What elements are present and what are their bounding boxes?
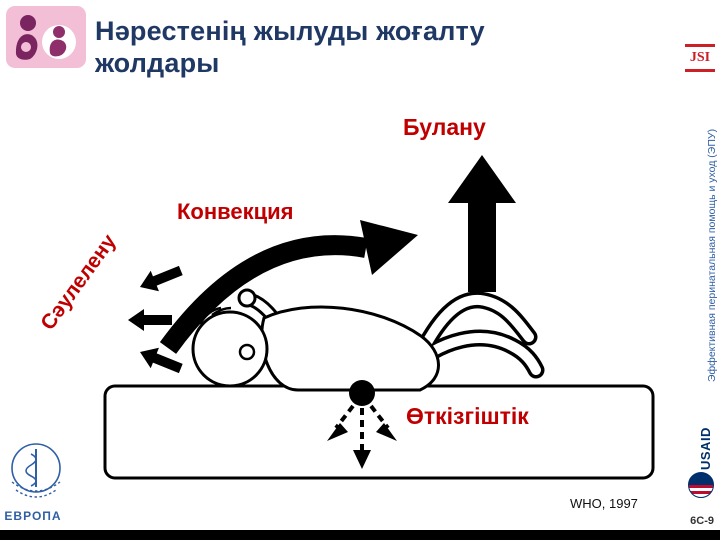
jsi-logo: JSI: [685, 44, 715, 72]
baby-figure: [191, 288, 545, 392]
mother-figure-icon: [20, 15, 36, 31]
conduction-arrows: [327, 380, 397, 469]
radiation-arrows: [128, 265, 183, 374]
staff-serpent-icon: [25, 453, 37, 487]
bottom-bar: [0, 530, 720, 540]
conduction-label: Өткізгіштік: [406, 403, 529, 429]
convection-arrow: [159, 220, 418, 354]
logo-swirl: [21, 42, 31, 52]
page-title: Нәрестенің жылуды жоғалту жолдары: [95, 16, 485, 78]
program-strip-text: Эффективная перинатальная помощь и уход …: [706, 128, 719, 382]
baby-figure-icon: [53, 26, 65, 38]
convection-label: Конвекция: [177, 199, 294, 224]
usaid-emblem-icon: [688, 472, 714, 498]
laurel-icon: [11, 481, 61, 492]
who-region-label: ЕВРОПА: [4, 509, 62, 523]
conduction-contact-dot: [349, 380, 375, 406]
citation: WHO, 1997: [570, 496, 638, 511]
slide-number: 6C-9: [690, 515, 714, 527]
usaid-logo: USAID: [698, 427, 713, 470]
baby-head: [191, 310, 269, 388]
evaporation-arrow: [448, 155, 516, 292]
evaporation-label: Булану: [403, 114, 486, 140]
mother-baby-logo: [6, 6, 86, 68]
baby-body-shape: [49, 39, 67, 57]
who-logo: [11, 443, 61, 498]
